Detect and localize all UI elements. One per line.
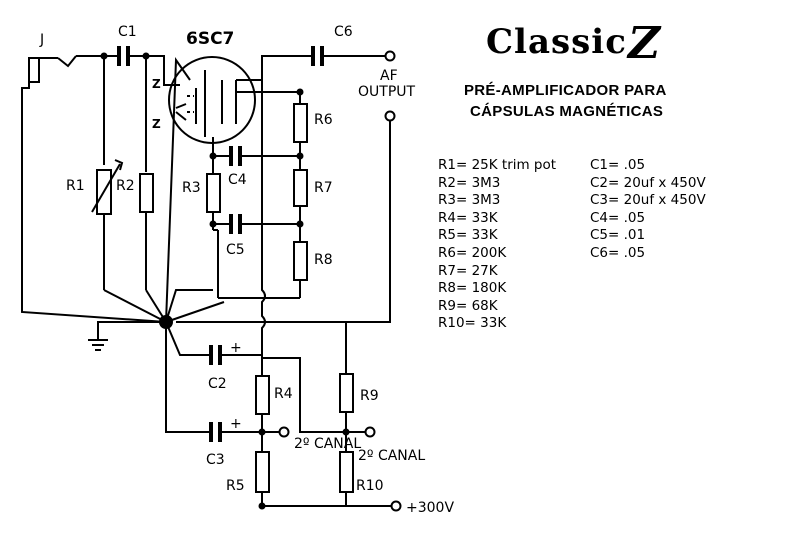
wire-output bbox=[176, 80, 391, 323]
label-heater-2: Z bbox=[152, 117, 161, 131]
label-r8: R8 bbox=[314, 252, 333, 268]
subtitle-line-1: PRÉ-AMPLIFICADOR PARA bbox=[464, 82, 667, 99]
resistor-value-r2: R2= 3M3 bbox=[438, 174, 501, 191]
resistor-r5 bbox=[255, 451, 270, 506]
resistor-value-r9: R9= 68K bbox=[438, 297, 498, 314]
label-canal-right: 2º CANAL bbox=[358, 448, 425, 464]
label-r10: R10 bbox=[356, 478, 384, 494]
capacitor-c4 bbox=[213, 146, 300, 166]
label-canal-left: 2º CANAL bbox=[294, 436, 361, 452]
resistor-r2 bbox=[139, 56, 167, 323]
resistor-value-r3: R3= 3M3 bbox=[438, 192, 501, 209]
wire-second-section bbox=[213, 120, 266, 358]
resistor-value-r7: R7= 27K bbox=[438, 262, 498, 279]
label-r6: R6 bbox=[314, 112, 333, 128]
capacitor-value-c1: C1= .05 bbox=[590, 157, 646, 173]
title-logo-z: Z bbox=[628, 18, 661, 69]
supply-terminal bbox=[390, 500, 402, 512]
label-r3: R3 bbox=[182, 180, 201, 196]
label-c1: C1 bbox=[118, 24, 137, 40]
capacitor-parts-list: C1= .05 C2= 20uf x 450V C3= 20uf x 450V … bbox=[590, 157, 706, 263]
label-r2: R2 bbox=[116, 178, 135, 194]
capacitor-value-c5: C5= .01 bbox=[590, 227, 646, 244]
input-jack bbox=[28, 55, 104, 83]
resistor-r3 bbox=[206, 137, 221, 230]
capacitor-value-c3: C3= 20uf x 450V bbox=[590, 192, 706, 209]
resistor-value-r5: R5= 33K bbox=[438, 227, 498, 244]
capacitor-c1 bbox=[104, 46, 146, 66]
label-r5: R5 bbox=[226, 478, 245, 494]
resistor-r10 bbox=[339, 451, 354, 506]
wire-cross bbox=[262, 357, 346, 433]
label-c4: C4 bbox=[228, 172, 247, 188]
wire-plate-top bbox=[236, 55, 312, 81]
resistor-r1-trimpot bbox=[91, 56, 167, 323]
subtitle-line-2: CÁPSULAS MAGNÉTICAS bbox=[470, 103, 664, 120]
resistor-parts-list: R1= 25K trim pot R2= 3M3 R3= 3M3 R4= 33K… bbox=[438, 157, 556, 333]
resistor-value-r10: R10= 33K bbox=[438, 315, 507, 332]
label-af: AF bbox=[380, 68, 398, 84]
label-r1: R1 bbox=[66, 178, 85, 194]
label-heater-1: Z bbox=[152, 77, 161, 91]
resistor-r7 bbox=[293, 169, 308, 242]
resistor-r4 bbox=[255, 358, 270, 452]
capacitor-c2 bbox=[165, 321, 262, 365]
ground-symbol bbox=[88, 321, 166, 351]
label-input-jack: J bbox=[39, 32, 44, 48]
wire-jack-ground bbox=[21, 82, 167, 323]
label-r7: R7 bbox=[314, 180, 333, 196]
label-c5: C5 bbox=[226, 242, 245, 258]
resistor-value-r8: R8= 180K bbox=[438, 280, 507, 297]
capacitor-c3 bbox=[165, 322, 290, 442]
label-r9: R9 bbox=[360, 388, 379, 404]
label-r4: R4 bbox=[274, 386, 293, 402]
label-c2: C2 bbox=[208, 376, 227, 392]
capacitor-c5 bbox=[213, 214, 300, 234]
label-c3: C3 bbox=[206, 452, 225, 468]
resistor-value-r6: R6= 200K bbox=[438, 244, 507, 261]
label-output: OUTPUT bbox=[358, 84, 416, 100]
title-classic: Classic bbox=[486, 22, 627, 62]
label-c3-plus: + bbox=[230, 416, 242, 432]
capacitor-value-c6: C6= .05 bbox=[590, 244, 646, 261]
output-terminal-ground bbox=[384, 110, 396, 122]
junction-dots bbox=[100, 52, 350, 510]
label-c2-plus: + bbox=[230, 340, 242, 356]
resistor-value-r4: R4= 33K bbox=[438, 209, 498, 226]
capacitor-value-c4: C4= .05 bbox=[590, 209, 646, 226]
capacitor-c6 bbox=[311, 46, 396, 66]
resistor-r8 bbox=[218, 241, 308, 299]
resistor-value-r1: R1= 25K trim pot bbox=[438, 157, 557, 173]
label-c6: C6 bbox=[334, 24, 353, 40]
wire-ground-fan bbox=[165, 56, 225, 323]
label-tube: 6SC7 bbox=[186, 29, 234, 49]
label-supply: +300V bbox=[406, 500, 454, 516]
capacitor-value-c2: C2= 20uf x 450V bbox=[590, 174, 706, 191]
